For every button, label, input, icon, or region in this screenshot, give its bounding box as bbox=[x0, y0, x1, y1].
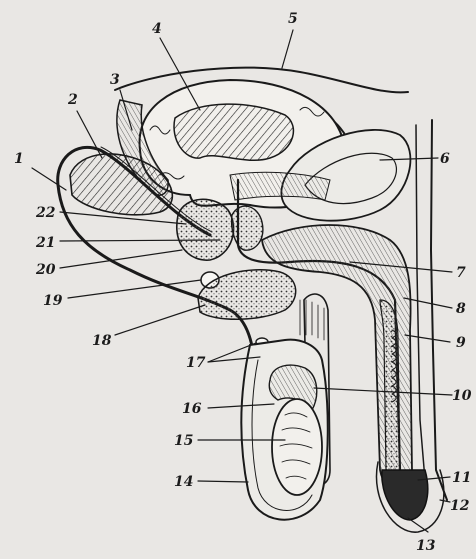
bladder-mucosa bbox=[174, 104, 293, 160]
leader-18 bbox=[115, 305, 205, 335]
label-9: 9 bbox=[456, 335, 466, 351]
label-7: 7 bbox=[456, 265, 466, 281]
label-11: 11 bbox=[452, 470, 471, 486]
label-4: 4 bbox=[152, 21, 162, 37]
label-20: 20 bbox=[35, 262, 56, 278]
label-21: 21 bbox=[35, 235, 55, 251]
label-10: 10 bbox=[452, 388, 472, 404]
label-2: 2 bbox=[67, 92, 78, 108]
prostate bbox=[177, 199, 234, 260]
label-3: 3 bbox=[110, 72, 120, 88]
leader-9 bbox=[405, 335, 450, 342]
label-6: 6 bbox=[440, 151, 450, 167]
label-15: 15 bbox=[174, 433, 193, 449]
leader-19 bbox=[68, 280, 201, 298]
leader-1 bbox=[32, 168, 66, 190]
body-wall-outline bbox=[431, 120, 447, 500]
label-17: 17 bbox=[186, 355, 206, 371]
label-22: 22 bbox=[35, 205, 56, 221]
leader-2 bbox=[77, 111, 102, 158]
label-1: 1 bbox=[14, 151, 24, 167]
pelvic-fat bbox=[230, 172, 330, 200]
label-16: 16 bbox=[182, 401, 202, 417]
label-8: 8 bbox=[456, 301, 466, 317]
label-13: 13 bbox=[416, 538, 436, 554]
ejaculatory-gland bbox=[232, 206, 263, 250]
glans-penis bbox=[382, 470, 428, 520]
label-14: 14 bbox=[174, 474, 193, 490]
leader-12 bbox=[440, 500, 450, 502]
leader-14 bbox=[198, 481, 248, 482]
label-5: 5 bbox=[288, 11, 298, 27]
label-19: 19 bbox=[43, 293, 63, 309]
label-18: 18 bbox=[92, 333, 112, 349]
label-12: 12 bbox=[450, 498, 470, 514]
leader-5 bbox=[282, 30, 293, 68]
leader-13 bbox=[408, 518, 428, 532]
